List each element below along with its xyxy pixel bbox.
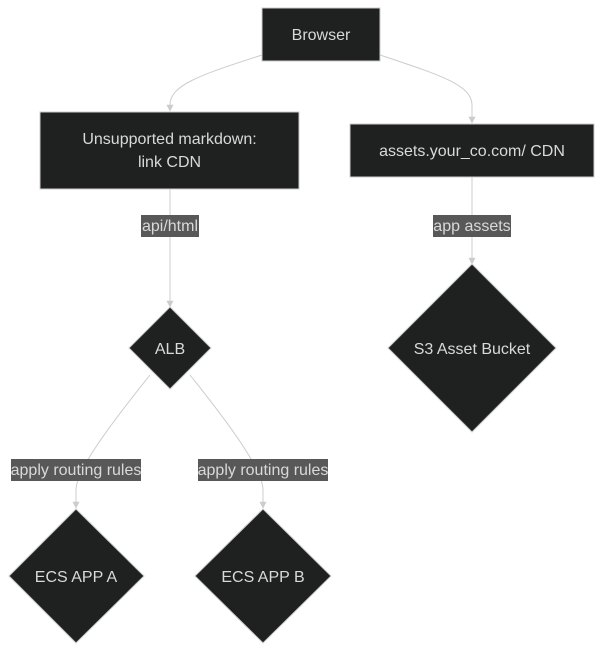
edge-label-app-assets: app assets	[433, 215, 511, 237]
edges	[72, 54, 476, 509]
edge-label-text: apply routing rules	[11, 462, 142, 479]
node-label: assets.your_co.com/ CDN	[379, 143, 565, 160]
edge-label-text: app assets	[433, 218, 510, 235]
edge-label-text: apply routing rules	[198, 462, 329, 479]
edge-label-routing-b: apply routing rules	[198, 459, 329, 481]
nodes: Browser Unsupported markdown: link CDN a…	[8, 7, 595, 644]
edge-label-api-html: api/html	[141, 215, 199, 237]
node-label: S3 Asset Bucket	[414, 341, 531, 358]
node-label: Browser	[292, 27, 351, 44]
edge-alb-to-ecs-a	[72, 374, 151, 509]
node-label-line-1: Unsupported markdown:	[82, 131, 256, 148]
node-s3-asset-bucket: S3 Asset Bucket	[387, 263, 557, 433]
node-assets-cdn: assets.your_co.com/ CDN	[349, 123, 595, 178]
edge-label-routing-a: apply routing rules	[11, 459, 142, 481]
node-label: ALB	[155, 341, 185, 358]
node-link-cdn: Unsupported markdown: link CDN	[39, 111, 300, 190]
edge-label-text: api/html	[142, 218, 198, 235]
node-ecs-app-b: ECS APP B	[194, 508, 332, 644]
node-label: ECS APP A	[35, 569, 118, 586]
node-alb: ALB	[128, 306, 212, 390]
edge-alb-to-ecs-b	[189, 374, 267, 509]
node-label-line-2: link CDN	[138, 154, 201, 171]
node-browser: Browser	[261, 7, 381, 62]
edge-labels: api/html app assets apply routing rules …	[11, 215, 511, 481]
node-label: ECS APP B	[221, 569, 304, 586]
node-ecs-app-a: ECS APP A	[8, 508, 145, 644]
edge-browser-to-link-cdn	[166, 54, 263, 112]
edge-browser-to-assets-cdn	[379, 54, 476, 124]
